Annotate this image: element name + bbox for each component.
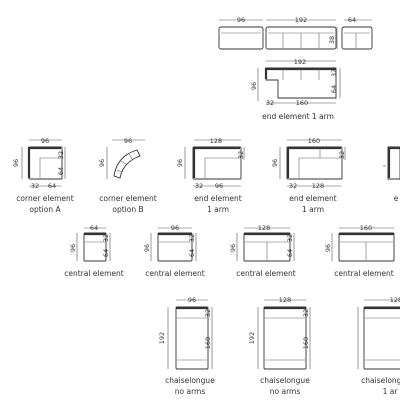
end-element-top: 192 96 32 64 32 160 end element 1 arm <box>250 58 341 121</box>
dim-chaise96-height: 192 <box>158 332 166 344</box>
central-element-128: 128 96 32 64 central element <box>229 224 296 278</box>
corner-element-a: 96 96 32 64 32 64 corner element option … <box>12 137 74 214</box>
chaiselongue-128: 128 192 32 160 chaiselongue no arms <box>248 296 311 396</box>
central-element-64: 64 96 32 64 central element <box>64 224 124 278</box>
dim-central96-depth: 96 <box>143 244 151 252</box>
caption-end160-1: end element <box>289 194 336 203</box>
caption-central128: central element <box>236 269 296 278</box>
chaiselongue-partial: 128 chaiselongue 1 ar <box>357 296 400 396</box>
dim-top-a-width: 96 <box>237 16 245 24</box>
dim-end160-width: 160 <box>308 137 320 145</box>
central-element-96: 96 96 32 64 central element <box>143 224 205 278</box>
caption-chaise96-1: chaiselongue <box>165 376 215 385</box>
dim-end128-b2: 96 <box>215 182 223 190</box>
dim-end128-depth: 96 <box>176 159 184 167</box>
caption-corner-b-2: option B <box>112 205 143 214</box>
dim-central128-width: 128 <box>258 224 270 232</box>
dim-corner-b-width: 96 <box>124 137 132 145</box>
dim-end-top-seat: 32 <box>330 69 338 77</box>
top-module-96: 96 70 <box>218 16 267 50</box>
end-element-160: 160 96 32 32 128 end element 1 arm <box>271 137 346 214</box>
end-element-partial: e <box>383 146 400 203</box>
top-module-64: 64 <box>341 16 373 50</box>
caption-central64: central element <box>64 269 124 278</box>
caption-end160-2: 1 arm <box>302 205 324 214</box>
dim-end128-width: 128 <box>210 137 222 145</box>
dim-chaise96-s1: 32 <box>204 309 212 317</box>
dim-end-top-b1: 32 <box>266 99 274 107</box>
chaiselongue-96: 96 192 32 160 chaiselongue no arms <box>158 296 215 396</box>
dim-central96-s1: 32 <box>188 234 196 242</box>
end-element-128: 128 96 32 32 96 end element 1 arm <box>176 137 245 214</box>
top-module-192: 192 38 <box>265 16 338 50</box>
caption-chaise-partial-2: 1 ar <box>383 387 399 396</box>
caption-end-element-top: end element 1 arm <box>262 112 334 121</box>
caption-chaise128-1: chaiselongue <box>260 376 310 385</box>
dim-end160-depth: 96 <box>271 159 279 167</box>
dim-chaise96-s2: 160 <box>204 337 212 349</box>
caption-central96: central element <box>145 269 205 278</box>
caption-chaise-partial-1: chaiselongue <box>361 376 400 385</box>
dim-chaise128-height: 192 <box>248 332 256 344</box>
caption-partial-row2: e <box>394 194 399 203</box>
dim-central96-s2: 64 <box>188 249 196 257</box>
dim-corner-a-b2: 64 <box>48 182 56 190</box>
dim-end128-seat: 32 <box>237 151 245 159</box>
caption-corner-b-1: corner element <box>99 194 156 203</box>
dim-corner-a-depth: 96 <box>12 159 20 167</box>
dim-central64-s1: 32 <box>102 234 110 242</box>
dim-central128-depth: 96 <box>229 244 237 252</box>
dim-central64-depth: 96 <box>69 244 77 252</box>
caption-corner-a-1: corner element <box>16 194 73 203</box>
dim-central160-depth: 96 <box>324 244 332 252</box>
dim-central96-width: 96 <box>171 224 179 232</box>
dim-chaise-partial-width: 128 <box>390 296 400 304</box>
dim-end-top-b2: 160 <box>296 99 308 107</box>
caption-corner-a-2: option A <box>29 205 61 214</box>
dim-end160-b1: 32 <box>289 182 297 190</box>
dim-end-top-width: 192 <box>294 58 306 66</box>
dim-corner-a-b1: 32 <box>31 182 39 190</box>
caption-end128-1: end element <box>194 194 241 203</box>
dim-end-top-seat2: 64 <box>330 85 338 93</box>
dim-end-top-depth: 96 <box>250 82 258 90</box>
corner-element-b: 96 96 corner element option B <box>98 137 157 214</box>
central-element-160: 160 96 central element <box>324 224 395 278</box>
dim-central64-s2: 64 <box>102 249 110 257</box>
dim-central128-s2: 64 <box>286 249 294 257</box>
dim-chaise128-s1: 32 <box>302 309 310 317</box>
caption-chaise128-2: no arms <box>270 387 301 396</box>
dim-end128-b1: 32 <box>195 182 203 190</box>
dim-top-b-width: 192 <box>295 16 307 24</box>
dim-corner-b-depth: 96 <box>98 159 106 167</box>
dim-end160-b2: 128 <box>312 182 324 190</box>
dim-corner-a-s2: 64 <box>57 167 65 175</box>
dim-end160-seat: 32 <box>338 151 346 159</box>
dim-chaise128-width: 128 <box>279 296 291 304</box>
caption-central160: central element <box>334 269 394 278</box>
dim-chaise128-s2: 160 <box>302 337 310 349</box>
dim-central128-s1: 32 <box>286 234 294 242</box>
caption-end128-2: 1 arm <box>207 205 229 214</box>
dim-top-b-height: 38 <box>328 36 336 44</box>
dim-chaise96-width: 96 <box>188 296 196 304</box>
dim-top-c-width: 64 <box>348 16 356 24</box>
dim-corner-a-s1: 32 <box>57 151 65 159</box>
dim-central64-width: 64 <box>90 224 98 232</box>
dim-central160-width: 160 <box>360 224 372 232</box>
caption-chaise96-2: no arms <box>175 387 206 396</box>
dim-corner-a-width: 96 <box>41 137 49 145</box>
